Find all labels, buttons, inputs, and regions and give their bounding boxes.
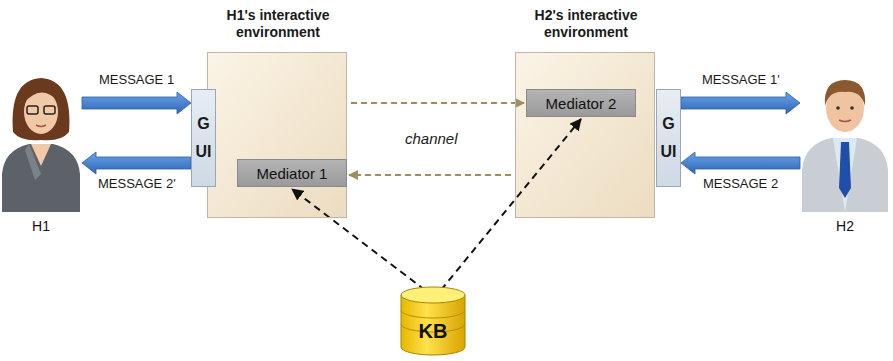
message-label: MESSAGE 2' [98, 176, 176, 191]
gui-box: GUI [656, 89, 681, 187]
channel-label: channel [405, 130, 458, 147]
database-node: KB [400, 286, 466, 356]
kb-link [292, 189, 425, 290]
message-arrow [681, 92, 800, 114]
environment-heading: H1's interactive environment [186, 7, 370, 41]
person-figure [0, 62, 82, 212]
mediator-label: Mediator 1 [257, 165, 328, 182]
environment-box: H1's interactive environmentGUIMediator … [207, 52, 347, 218]
message-arrow [82, 152, 191, 174]
channel-arrow [351, 103, 524, 104]
environment-fill [207, 52, 347, 218]
database-label: KB [400, 320, 466, 343]
gui-label: GUI [661, 110, 677, 166]
gui-box: GUI [191, 89, 216, 187]
person-label: H2 [800, 218, 890, 234]
mediator-box: Mediator 2 [526, 89, 636, 117]
message-label: MESSAGE 1 [99, 72, 174, 87]
environment-fill [515, 52, 655, 218]
message-label: MESSAGE 1' [702, 72, 780, 87]
message-arrow [681, 152, 800, 174]
message-label: MESSAGE 2 [703, 176, 778, 191]
person-figure [800, 62, 890, 212]
mediator-label: Mediator 2 [546, 95, 617, 112]
gui-label: GUI [196, 110, 212, 166]
person-label: H1 [0, 218, 82, 234]
person-node: H2 [800, 62, 890, 234]
environment-heading: H2's interactive environment [494, 7, 678, 41]
message-arrow [82, 92, 191, 114]
person-node: H1 [0, 62, 82, 234]
kb-link [441, 119, 581, 290]
channel-arrow [349, 175, 511, 176]
mediator-box: Mediator 1 [237, 159, 347, 187]
environment-box: H2's interactive environmentMediator 2GU… [515, 52, 655, 218]
